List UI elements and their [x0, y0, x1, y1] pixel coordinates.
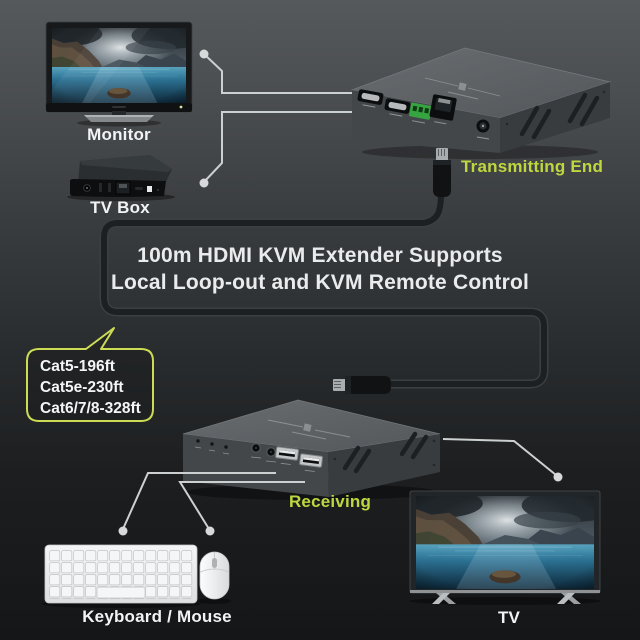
cable-length-line3: Cat6/7/8-328ft: [40, 400, 141, 417]
tv-box-illustration: [70, 155, 172, 197]
usb-port-1: [275, 446, 299, 465]
usb-port: [147, 186, 152, 192]
connector-dot-mouse: [205, 526, 215, 536]
cable-length-line2: Cat5e-230ft: [40, 379, 124, 396]
rj45-plug-transmitter: [433, 148, 451, 197]
vent-slots: [519, 92, 600, 140]
vent-slots: [342, 431, 429, 474]
hdmi-in-port: [384, 98, 411, 117]
mouse-illustration: [199, 551, 230, 600]
tv-box-label: TV Box: [90, 198, 150, 217]
headline-line1: 100m HDMI KVM Extender Supports: [137, 244, 503, 267]
av-slot: [108, 183, 111, 192]
brand-mark: [267, 419, 351, 440]
monitor-illustration: [45, 21, 193, 122]
brand-mark: [424, 77, 501, 100]
receiving-label: Receiving: [288, 492, 372, 511]
cable-length-bubble: [26, 327, 154, 422]
usb-port-2: [299, 453, 323, 472]
keyboard-mouse-label: Keyboard / Mouse: [82, 607, 232, 626]
keyboard-illustration: [44, 544, 198, 604]
led-indicators: [194, 439, 230, 455]
transmitter-device: [350, 47, 612, 153]
ir-jack-port: [250, 443, 262, 459]
connector-dot-tv: [553, 472, 563, 482]
power-led: [179, 105, 183, 109]
monitor-label: Monitor: [87, 125, 151, 144]
cat-cable: [99, 148, 549, 394]
transmitting-end-label: Transmitting End: [461, 157, 604, 176]
headline-line2: Local Loop-out and KVM Remote Control: [110, 271, 530, 294]
rj45-plug-receiver: [333, 376, 391, 394]
audio-jack-port: [265, 447, 277, 463]
connector-lines-source: [203, 53, 389, 183]
connector-dot-tvbox: [199, 178, 209, 188]
rs232-terminal-port: [409, 102, 432, 124]
hdmi-out-port: [357, 89, 384, 108]
dc-power-port: [476, 119, 490, 140]
tv-foot-left: [432, 593, 450, 604]
hdmi-slot: [135, 187, 143, 190]
rj45-cat-port: [429, 94, 457, 125]
connector-dot-monitor: [199, 49, 209, 59]
scroll-wheel: [212, 558, 217, 568]
connector-dot-keyboard: [118, 526, 128, 536]
tv-label: TV: [497, 608, 521, 627]
av-slot: [99, 183, 102, 192]
connector-lines-output: [122, 438, 557, 530]
cable-length-line1: Cat5-196ft: [40, 358, 115, 375]
tv-illustration: [409, 490, 601, 604]
tv-foot-right: [557, 593, 575, 604]
